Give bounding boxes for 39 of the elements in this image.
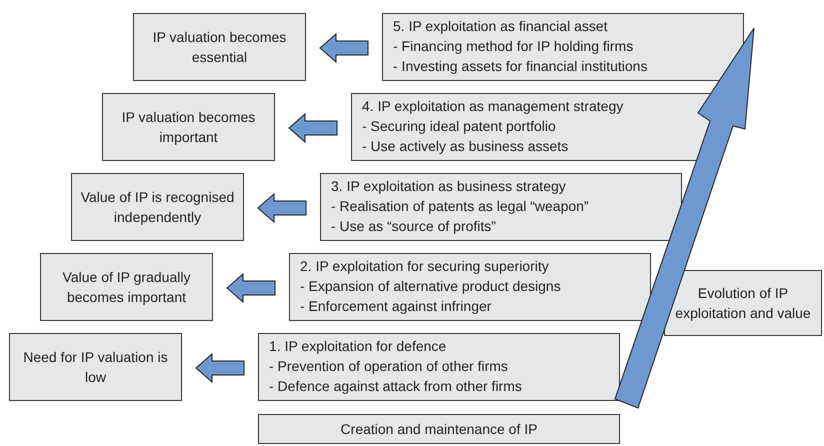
arrow — [226, 272, 276, 304]
bullet-text: - Defence against attack from other firms — [269, 377, 523, 396]
stage-heading: 5. IP exploitation as financial asset — [393, 17, 609, 36]
box-text: Value of IP is recognised independently — [80, 188, 236, 227]
valuation-box — [133, 13, 306, 81]
bullet-text: - Investing assets for financial institutions — [393, 57, 648, 76]
bullet-text: - Prevention of operation of other firms — [269, 357, 509, 376]
box-text: Value of IP gradually becomes important — [62, 268, 192, 307]
valuation-box — [258, 414, 620, 444]
valuation-box — [40, 253, 213, 321]
box-text: Evolution of IP exploitation and value — [674, 284, 812, 323]
bullet-text: - Use actively as business assets — [362, 137, 570, 156]
stage-heading: 1. IP exploitation for defence — [269, 337, 448, 356]
bullet-text: - Enforcement against infringer — [300, 297, 492, 316]
bullet-text: - Use as “source of profits” — [331, 217, 497, 236]
stage-box — [320, 173, 682, 241]
valuation-box — [9, 333, 182, 401]
arrow — [319, 32, 368, 64]
bullet-text: - Financing method for IP holding firms — [393, 37, 634, 56]
box-text: Need for IP valuation is low — [22, 348, 169, 387]
stage-box — [382, 13, 744, 81]
valuation-box — [102, 93, 275, 161]
label-box — [664, 270, 822, 336]
stage-heading: 4. IP exploitation as management strategy — [362, 97, 624, 116]
stage-box — [258, 333, 620, 401]
arrow — [257, 192, 306, 224]
stage-heading: 3. IP exploitation as business strategy — [331, 177, 567, 196]
box-text: IP valuation becomes important — [120, 108, 256, 147]
arrow — [195, 352, 244, 384]
bullet-text: - Realisation of patents as legal “weapon” — [331, 197, 590, 216]
bullet-text: - Securing ideal patent portfolio — [362, 117, 557, 136]
stage-heading: 2. IP exploitation for securing superiority — [300, 257, 550, 276]
stage-box — [289, 253, 651, 321]
bullet-text: - Expansion of alternative product designs — [300, 277, 562, 296]
box-text: Creation and maintenance of IP — [340, 420, 538, 439]
stage-box — [351, 93, 713, 161]
arrow — [288, 112, 338, 144]
box-text: IP valuation becomes essential — [152, 28, 288, 67]
valuation-box — [71, 173, 244, 241]
